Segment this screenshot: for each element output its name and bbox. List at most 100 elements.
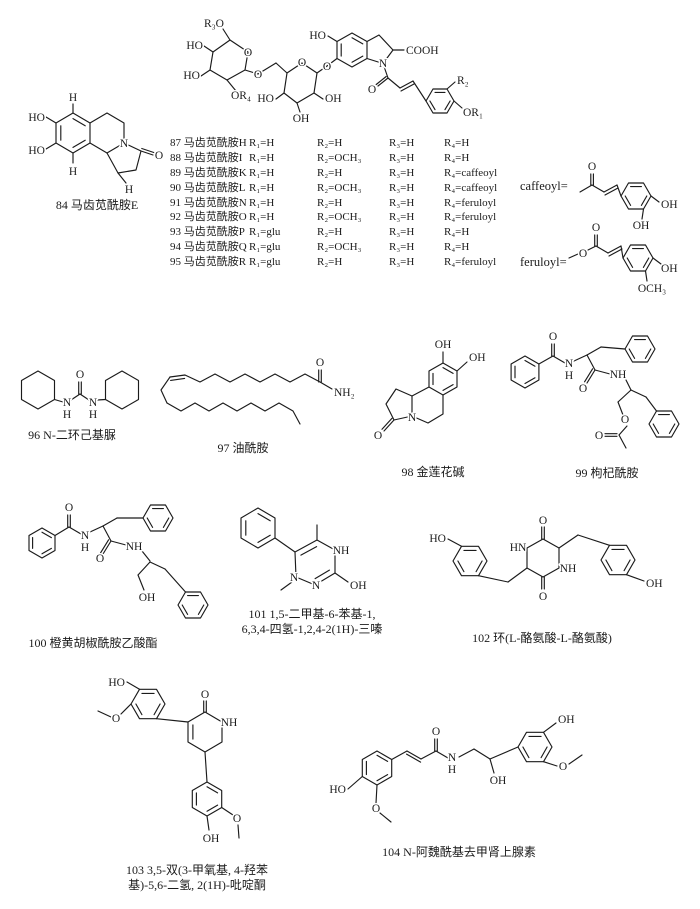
cell-r1: R₁=glu bbox=[249, 256, 281, 269]
atom-label: O bbox=[65, 502, 73, 514]
cell-r1: R₁=H bbox=[249, 181, 275, 194]
atom-label: O bbox=[254, 69, 262, 81]
caption-compound-99: 99 枸杞酰胺 bbox=[575, 466, 639, 480]
atom-label: OH bbox=[661, 199, 678, 211]
atom-label: OH bbox=[350, 580, 367, 592]
atom-label: OH bbox=[325, 93, 342, 105]
structure-84: H HO HO H N O H bbox=[27, 91, 165, 198]
caption-compound-96: 96 N-二环己基脲 bbox=[28, 428, 116, 442]
atom-label: O bbox=[96, 553, 104, 565]
atom-label: HO bbox=[108, 677, 125, 689]
cell-r4: R₄=H bbox=[444, 137, 470, 149]
atom-label: OCH₃ bbox=[638, 283, 666, 295]
atom-label: O bbox=[549, 331, 557, 343]
atom-label: O bbox=[592, 222, 600, 234]
atom-label: N bbox=[565, 358, 574, 370]
piperidine-ring bbox=[411, 386, 444, 424]
atom-label: O bbox=[201, 689, 209, 701]
atom-label: O bbox=[579, 383, 587, 395]
phenyl-ring bbox=[624, 335, 656, 363]
atom-label: OH bbox=[661, 263, 678, 275]
atom-label: HO bbox=[429, 533, 446, 545]
structure-98: OH OH N O bbox=[372, 338, 487, 444]
cell-r3: R₃=H bbox=[389, 256, 415, 269]
structure-104: O N H OH HO O OH O bbox=[328, 713, 583, 823]
atom-label: N bbox=[89, 397, 98, 409]
feruloyl-label: feruloyl= bbox=[520, 255, 567, 269]
cell-r3: R₃=H bbox=[389, 196, 415, 209]
atom-label: H bbox=[565, 370, 573, 382]
feruloyl-definition: feruloyl= O O OH OCH₃ bbox=[519, 221, 680, 297]
cell-r2: R₂=OCH₃ bbox=[317, 181, 362, 194]
atom-label: HO bbox=[186, 40, 203, 52]
cell-name: 94 马齿苋酰胺Q bbox=[170, 241, 247, 254]
lactam-ring bbox=[385, 388, 413, 421]
caption-compound-97: 97 油酰胺 bbox=[217, 441, 269, 455]
lactam-ring bbox=[106, 142, 142, 174]
phenyl-ring bbox=[648, 410, 680, 438]
atom-label: OH bbox=[646, 578, 663, 590]
cell-r2: R₂=H bbox=[317, 137, 343, 149]
caption-compound-104: 104 N-阿魏酰基去甲肾上腺素 bbox=[382, 845, 536, 859]
atom-label: HO bbox=[309, 30, 326, 42]
cell-r2: R₂=OCH₃ bbox=[317, 241, 362, 254]
atom-label: H bbox=[63, 409, 71, 421]
guaiacyl-ring bbox=[517, 731, 553, 763]
cell-r1: R₁=H bbox=[249, 196, 275, 209]
atom-label: HO bbox=[257, 93, 274, 105]
cell-r1: R₁=glu bbox=[249, 226, 281, 239]
caption-compound-98: 98 金莲花碱 bbox=[401, 465, 465, 479]
sugar-ring-2 bbox=[283, 62, 318, 104]
cyclohexane-ring bbox=[104, 370, 140, 410]
cell-name: 91 马齿苋酰胺N bbox=[170, 196, 247, 209]
structure-103: O NH HO O O OH bbox=[97, 676, 243, 847]
atom-label: O bbox=[372, 803, 380, 815]
cell-name: 89 马齿苋酰胺K bbox=[170, 166, 247, 179]
sugar-ring-1 bbox=[209, 39, 249, 81]
atom-label: O bbox=[323, 61, 331, 73]
atom-label: N bbox=[312, 580, 321, 592]
atom-label: NH bbox=[610, 369, 627, 381]
atom-label: OH bbox=[490, 775, 507, 787]
atom-label: H bbox=[448, 764, 456, 776]
atom-label: OH bbox=[293, 113, 310, 125]
atom-label: O bbox=[432, 726, 440, 738]
alkyl-chain bbox=[160, 376, 171, 404]
phenyl-ring bbox=[240, 507, 276, 549]
cell-r1: R₁=H bbox=[249, 151, 275, 164]
atom-label: O bbox=[559, 761, 567, 773]
atom-label: N bbox=[379, 58, 388, 70]
phenol-ring bbox=[600, 544, 636, 576]
caption-compound-102: 102 环(L-酪氨酸-L-酪氨酸) bbox=[472, 631, 612, 645]
cell-r3: R₃=H bbox=[389, 166, 415, 179]
cyclohexane-ring bbox=[20, 370, 56, 410]
atom-label: HO bbox=[329, 784, 346, 796]
atom-label: HN bbox=[510, 542, 527, 554]
atom-label: R₃O bbox=[204, 18, 224, 30]
diketopiperazine-ring bbox=[526, 538, 560, 578]
atom-label: O bbox=[595, 430, 603, 442]
alkyl-chain bbox=[166, 402, 301, 425]
structure-97: O NH₂ bbox=[160, 356, 356, 425]
cell-name: 93 马齿苋酰胺P bbox=[170, 226, 245, 239]
atom-label: O bbox=[374, 430, 382, 442]
atom-label: N bbox=[448, 752, 457, 764]
atom-label: O bbox=[112, 713, 120, 725]
alkyl-chain bbox=[169, 373, 321, 383]
atom-label: H bbox=[89, 409, 97, 421]
atom-label: O bbox=[155, 150, 163, 162]
atom-label: H bbox=[125, 184, 133, 196]
atom-label: N bbox=[81, 530, 90, 542]
atom-label: O bbox=[368, 84, 376, 96]
caffeoyl-label: caffeoyl= bbox=[520, 179, 568, 193]
cell-r2: R₂=H bbox=[317, 256, 343, 269]
atom-label: H bbox=[69, 92, 77, 104]
cell-r2: R₂=OCH₃ bbox=[317, 211, 362, 224]
